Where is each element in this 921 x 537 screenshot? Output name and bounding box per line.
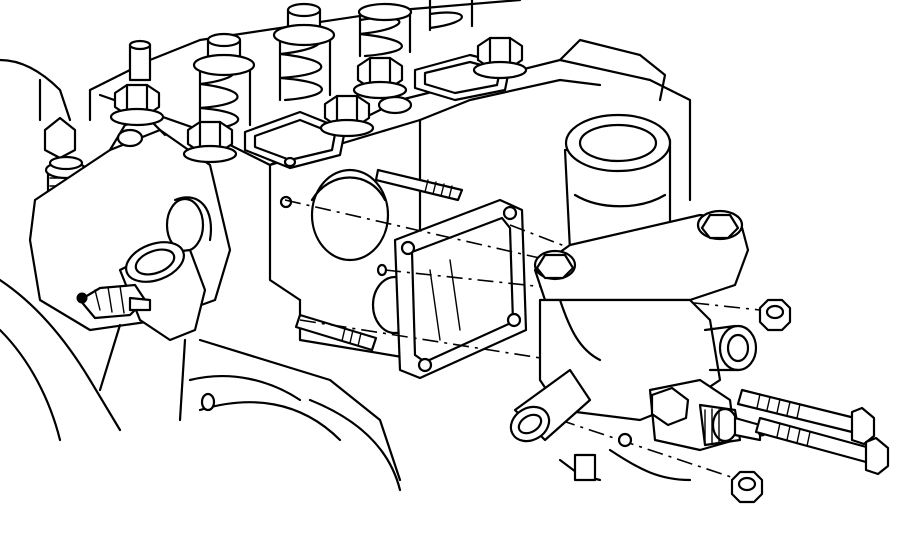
- temperature-sensor: [648, 378, 767, 452]
- nuts: [730, 298, 792, 504]
- long-bolts: [736, 388, 890, 476]
- valve-springs: [192, 0, 474, 132]
- left-sensor: [76, 283, 187, 422]
- thermostat-housing: [509, 113, 758, 482]
- engine-left-side: [0, 58, 402, 492]
- head-bolts: [109, 36, 528, 164]
- thermostat-housing-gasket: [393, 198, 528, 380]
- mounting-studs: [294, 168, 464, 352]
